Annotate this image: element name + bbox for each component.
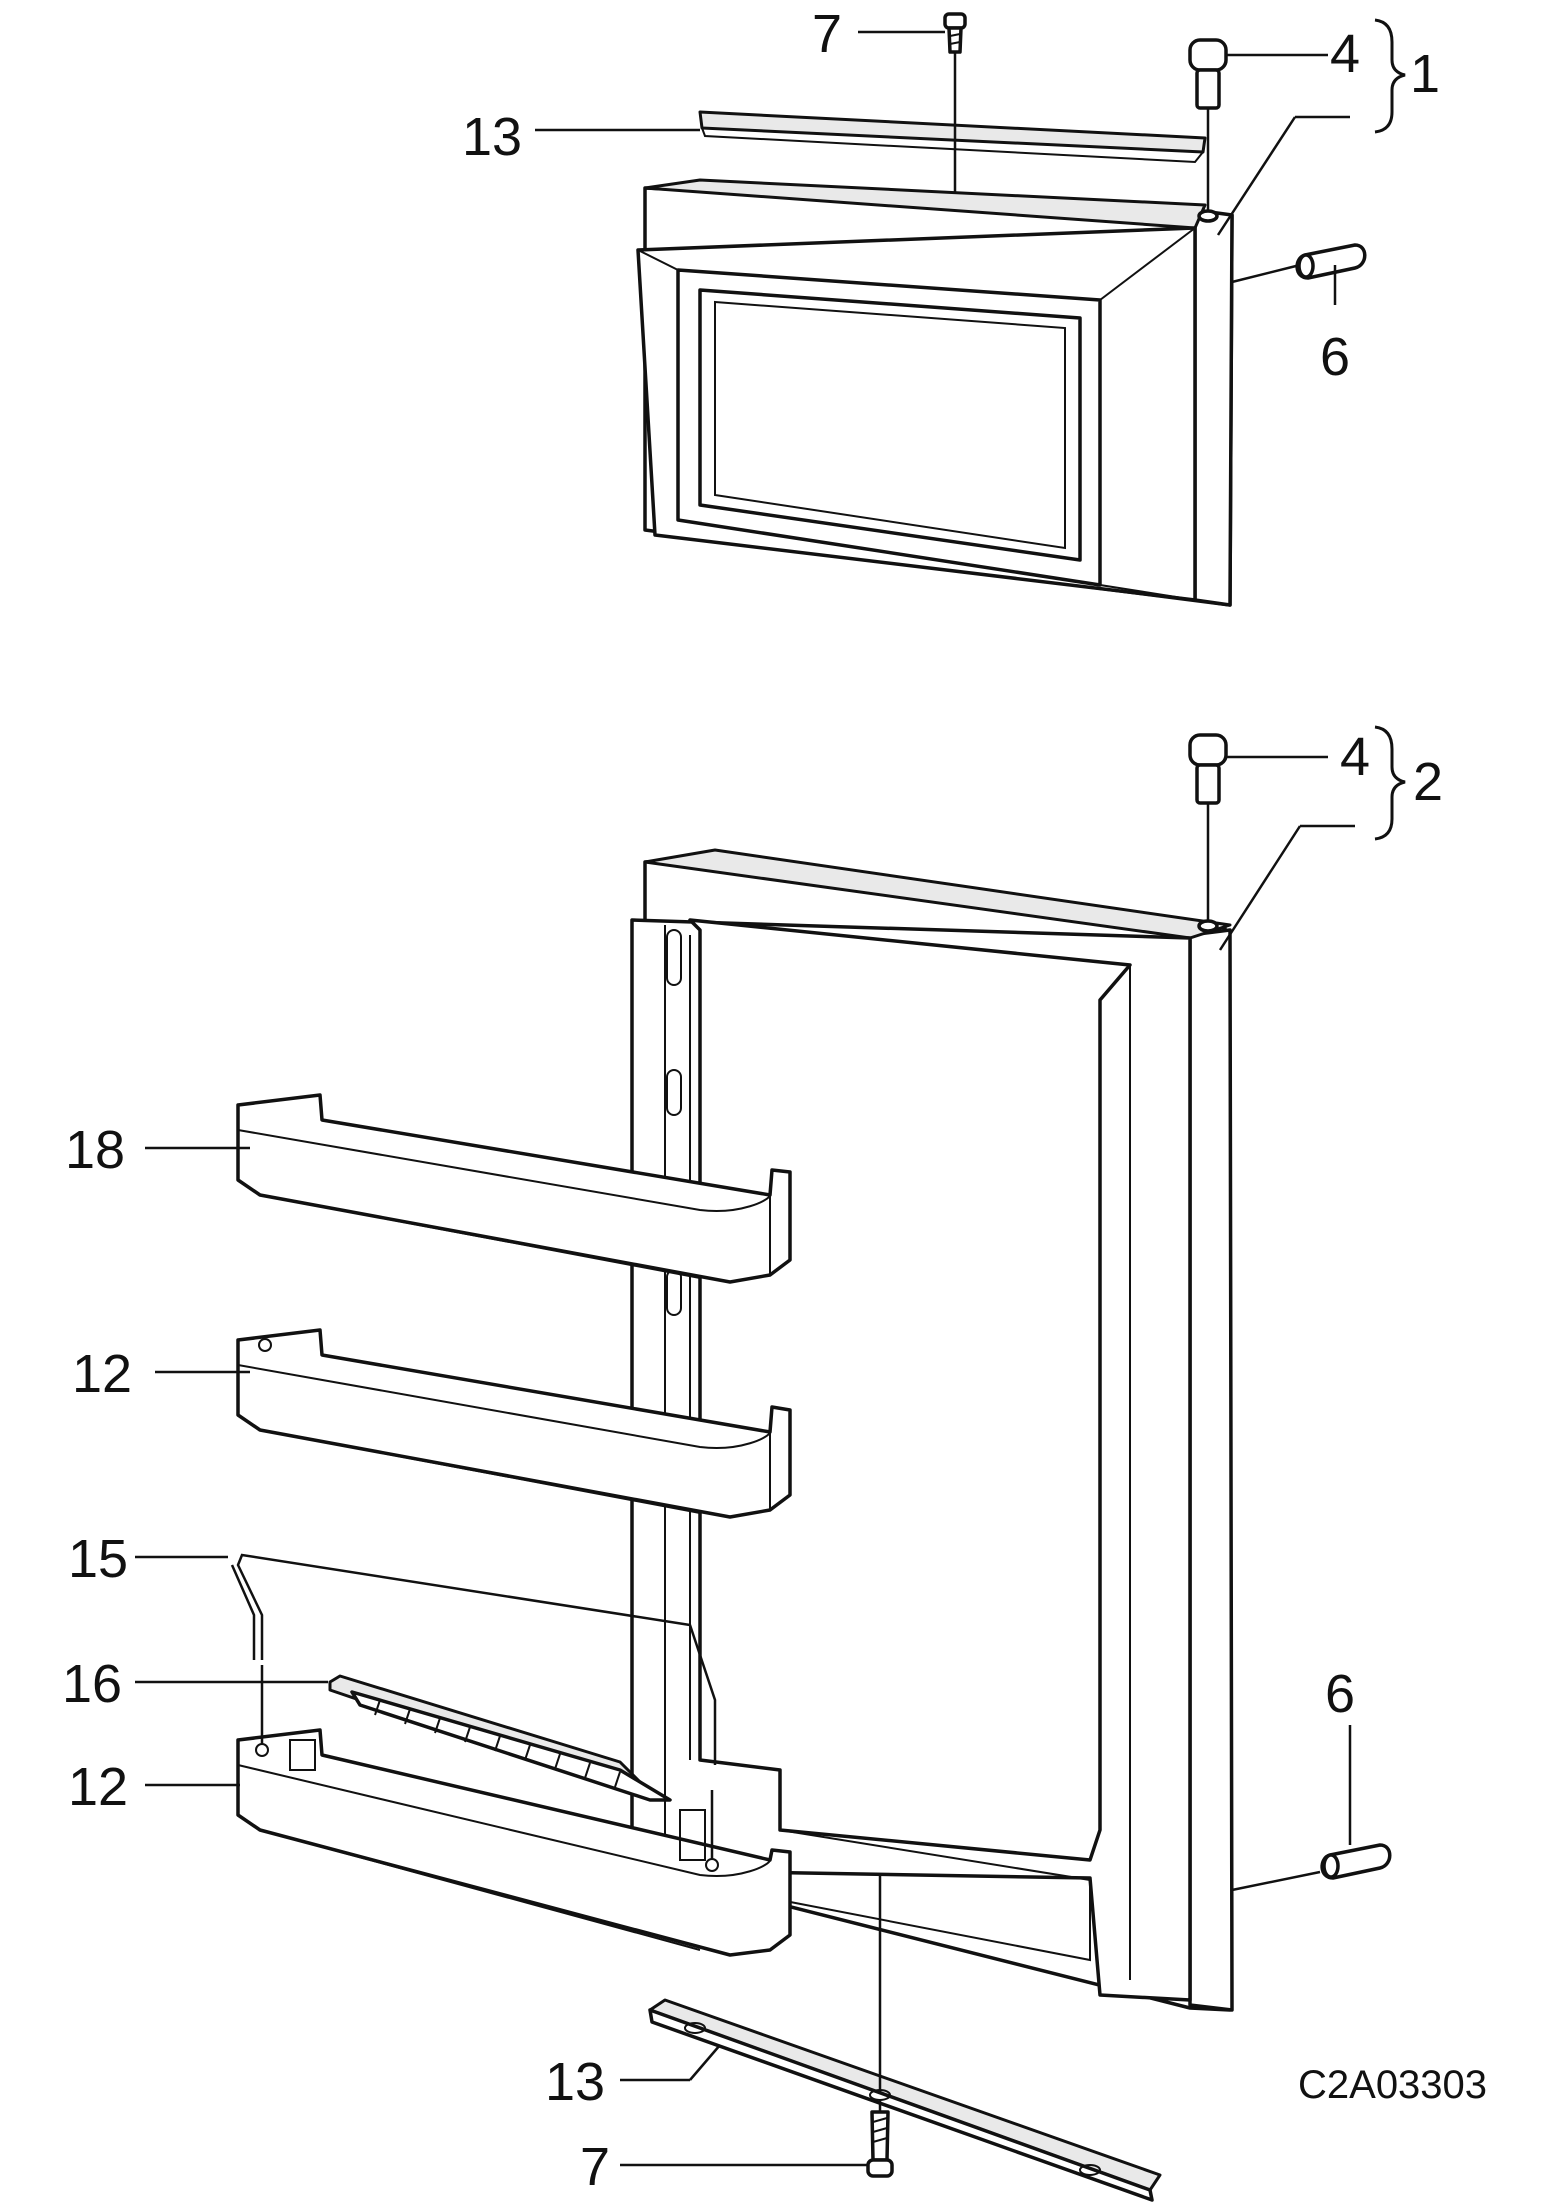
callout-13-bottom: 13 bbox=[545, 2052, 605, 2112]
callout-7-top: 7 bbox=[812, 4, 842, 64]
callout-6-top: 6 bbox=[1320, 327, 1350, 387]
bottom-pin-6 bbox=[1231, 1725, 1392, 1892]
top-screw-7 bbox=[943, 12, 967, 192]
shelf-divider-16 bbox=[328, 1674, 672, 1802]
callout-18: 18 bbox=[65, 1120, 125, 1180]
top-pin-6 bbox=[1231, 243, 1367, 284]
freezer-door bbox=[636, 178, 1234, 607]
callout-16: 16 bbox=[62, 1654, 122, 1714]
callout-6-bottom: 6 bbox=[1325, 1664, 1355, 1724]
door-shelf-12-upper bbox=[236, 1328, 792, 1519]
callout-12-lower: 12 bbox=[68, 1757, 128, 1817]
callout-15: 15 bbox=[68, 1529, 128, 1589]
top-hinge-bolt-4 bbox=[1188, 38, 1228, 223]
callout-7-bottom: 7 bbox=[580, 2137, 610, 2197]
callout-labels: 7 13 4 1 6 4 2 18 12 15 16 12 6 13 7 C2A… bbox=[62, 4, 1487, 2197]
bottom-screw-7 bbox=[866, 2100, 894, 2178]
callout-13-top: 13 bbox=[462, 107, 522, 167]
drawing-code: C2A03303 bbox=[1298, 2063, 1487, 2107]
callout-4-top: 4 bbox=[1330, 24, 1360, 84]
callout-4-mid: 4 bbox=[1340, 727, 1370, 787]
callout-12-upper: 12 bbox=[72, 1344, 132, 1404]
door-shelf-18 bbox=[236, 1093, 792, 1284]
fridge-hinge-bolt-4 bbox=[1188, 733, 1228, 933]
callout-2: 2 bbox=[1413, 752, 1443, 812]
leader-lines bbox=[135, 30, 1355, 2167]
door-shelf-12-lower bbox=[236, 1665, 792, 1957]
assembly-braces bbox=[1374, 18, 1406, 841]
top-hinge-rail bbox=[698, 110, 1207, 164]
bottle-retainer-bar-15 bbox=[230, 1553, 717, 1765]
callout-1: 1 bbox=[1410, 44, 1440, 104]
bottom-hinge-rail bbox=[648, 1875, 1162, 2202]
